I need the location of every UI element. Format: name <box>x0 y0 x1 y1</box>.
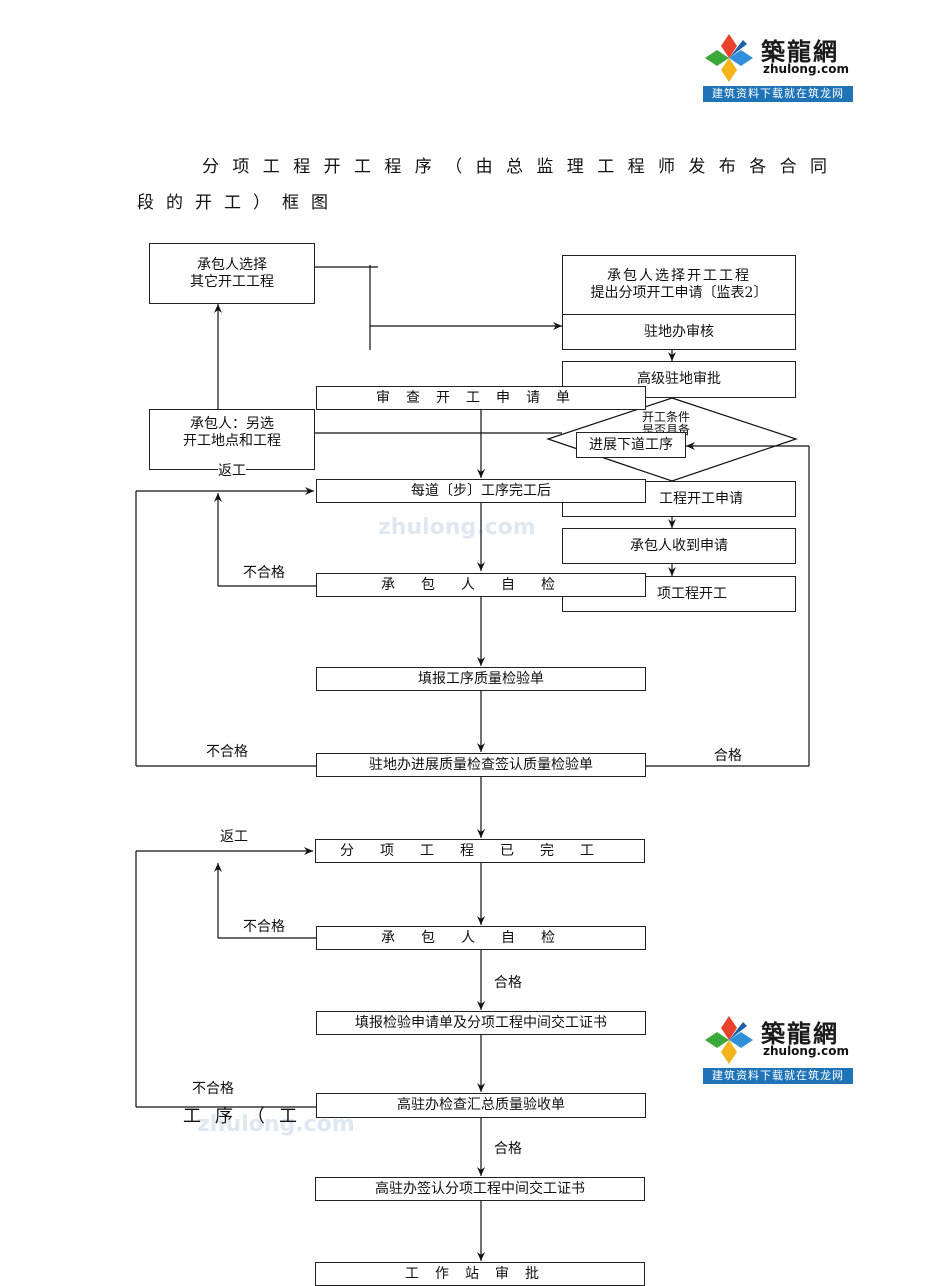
box-self-check-1: 承包人自检 <box>316 573 646 597</box>
logo-slogan: 建筑资料下载就在筑龙网 <box>703 86 853 102</box>
label-qualified-1: 合格 <box>714 748 742 764</box>
page-title-line-2: 段的开工）框图 <box>137 193 340 213</box>
box-senior-summary: 高驻办检查汇总质量验收单 <box>316 1093 646 1118</box>
box-contractor-alt: 承包人：另选 开工地点和工程 <box>149 409 315 470</box>
box-fill-inspection: 填报检验申请单及分项工程中间交工证书 <box>316 1011 646 1035</box>
zhulong-logo-middle: 築龍網 zhulong.com 建筑资料下载就在筑龙网 <box>703 1012 853 1084</box>
label-qualified-3: 合格 <box>494 1141 522 1157</box>
label-unqualified-1: 不合格 <box>243 565 285 581</box>
box-review-application: 审查开工申请单 <box>316 386 646 410</box>
box-resident-quality-check: 驻地办进展质量检查签认质量检验单 <box>316 753 646 777</box>
box-each-step-done: 每道〔步〕工序完工后 <box>316 479 646 503</box>
zhulong-logo-top: 築龍網 zhulong.com 建筑资料下载就在筑龙网 <box>703 30 853 102</box>
box-contractor-received: 承包人收到申请 <box>562 528 796 564</box>
label-rework-1: 返工 <box>218 460 246 480</box>
label-rework-2: 返工 <box>220 829 248 845</box>
zhulong-mark-icon <box>705 34 753 82</box>
box-next-step: 进展下道工序 <box>576 432 686 458</box>
watermark: zhulong.com <box>378 515 536 540</box>
box-self-check-2: 承包人自检 <box>316 926 646 950</box>
box-item-completed: 分项工程已完工 <box>315 839 645 863</box>
logo-site: zhulong.com <box>763 1044 849 1058</box>
logo-name: 築龍網 <box>761 1019 839 1048</box>
logo-slogan: 建筑资料下载就在筑龙网 <box>703 1068 853 1084</box>
box-contractor-select-other: 承包人选择 其它开工工程 <box>149 243 315 304</box>
box-senior-approve: 高级驻地审批 <box>562 361 796 398</box>
box-station-approve: 工作站审批 <box>315 1262 645 1286</box>
label-unqualified-2: 不合格 <box>206 744 248 760</box>
zhulong-mark-icon <box>705 1016 753 1064</box>
overlap-text: 工序（工 <box>183 1106 311 1127</box>
box-senior-sign: 高驻办签认分项工程中间交工证书 <box>315 1177 645 1201</box>
box-resident-review: 驻地办审核 <box>562 314 796 350</box>
label-unqualified-3: 不合格 <box>243 919 285 935</box>
logo-site: zhulong.com <box>763 62 849 76</box>
box-fill-quality-form: 填报工序质量检验单 <box>316 667 646 691</box>
page-title-line-1: 分项工程开工程序（由总监理工程师发布各合同 <box>202 157 841 177</box>
label-unqualified-4: 不合格 <box>192 1081 234 1097</box>
logo-name: 築龍網 <box>761 37 839 66</box>
label-qualified-2: 合格 <box>494 975 522 991</box>
box-contractor-select: 承包人选择开工工程 提出分项开工申请〔监表2〕 <box>562 255 796 315</box>
